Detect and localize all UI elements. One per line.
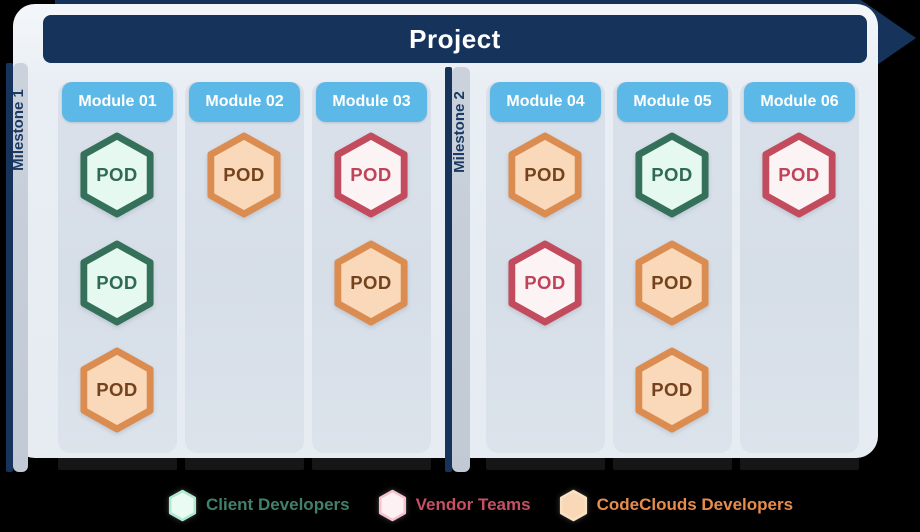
svg-text:POD: POD [350, 164, 392, 185]
project-title: Project [409, 23, 501, 54]
module-01-label: Module 01 [78, 93, 157, 110]
legend-label-codeclouds: CodeClouds Developers [596, 495, 794, 514]
module-05-header: Module 05 [617, 82, 728, 122]
module-02-header: Module 02 [189, 82, 300, 122]
svg-text:POD: POD [524, 272, 566, 293]
module-03-column: Module 03 POD POD [312, 82, 431, 453]
pod-hexagon-codeclouds: POD [205, 132, 283, 218]
client-hexagon-icon [168, 489, 197, 521]
column-shadow-foot [185, 457, 304, 470]
pod-hexagon-vendor: POD [332, 132, 410, 218]
legend-label-client: Client Developers [206, 495, 350, 514]
module-02-column: Module 02 POD [185, 82, 304, 453]
pod-hexagon-client: POD [78, 240, 156, 326]
pod-hexagon-codeclouds: POD [78, 347, 156, 433]
svg-text:POD: POD [651, 272, 693, 293]
module-02-label: Module 02 [205, 93, 284, 110]
module-06-column: Module 06 POD [740, 82, 859, 453]
svg-text:POD: POD [223, 164, 265, 185]
module-03-label: Module 03 [332, 93, 411, 110]
pod-hexagon-codeclouds: POD [506, 132, 584, 218]
vendor-hexagon-icon [378, 489, 406, 521]
milestone-2-stripe [445, 67, 452, 472]
module-06-header: Module 06 [744, 82, 855, 122]
module-05-column: Module 05 POD POD POD [613, 82, 732, 453]
legend-item-vendor: Vendor Teams [378, 487, 531, 524]
pod-hexagon-client: POD [633, 132, 711, 218]
module-06-label: Module 06 [760, 93, 839, 110]
pod-hexagon-codeclouds: POD [633, 347, 711, 433]
svg-text:POD: POD [651, 379, 693, 400]
module-04-column: Module 04 POD POD [486, 82, 605, 453]
legend: Client Developers Vendor Teams CodeCloud… [168, 483, 793, 527]
module-01-header: Module 01 [62, 82, 173, 122]
legend-item-codeclouds: CodeClouds Developers [559, 487, 794, 524]
module-05-label: Module 05 [633, 93, 712, 110]
svg-text:POD: POD [96, 379, 138, 400]
pod-hexagon-codeclouds: POD [633, 240, 711, 326]
pod-hexagon-vendor: POD [506, 240, 584, 326]
pod-hexagon-client: POD [78, 132, 156, 218]
column-shadow-foot [486, 457, 605, 470]
milestone-1-stripe [6, 63, 13, 472]
svg-text:POD: POD [778, 164, 820, 185]
column-shadow-foot [613, 457, 732, 470]
milestone-2-label: Milestone 2 [451, 91, 468, 173]
column-shadow-foot [312, 457, 431, 470]
legend-item-client: Client Developers [168, 487, 350, 524]
codeclouds-hexagon-icon [559, 489, 587, 521]
module-01-column: Module 01 POD POD POD [58, 82, 177, 453]
svg-text:POD: POD [524, 164, 566, 185]
milestone-2-bar [452, 67, 470, 472]
pod-hexagon-vendor: POD [760, 132, 838, 218]
module-03-header: Module 03 [316, 82, 427, 122]
project-banner: Project [43, 15, 867, 63]
svg-text:POD: POD [96, 272, 138, 293]
column-shadow-foot [58, 457, 177, 470]
svg-text:POD: POD [651, 164, 693, 185]
svg-text:POD: POD [96, 164, 138, 185]
milestone-1-label: Milestone 1 [10, 89, 27, 171]
svg-text:POD: POD [350, 272, 392, 293]
module-04-header: Module 04 [490, 82, 601, 122]
column-shadow-foot [740, 457, 859, 470]
legend-label-vendor: Vendor Teams [415, 495, 531, 514]
pod-hexagon-codeclouds: POD [332, 240, 410, 326]
module-04-label: Module 04 [506, 93, 585, 110]
milestone-1-bar [13, 63, 28, 472]
